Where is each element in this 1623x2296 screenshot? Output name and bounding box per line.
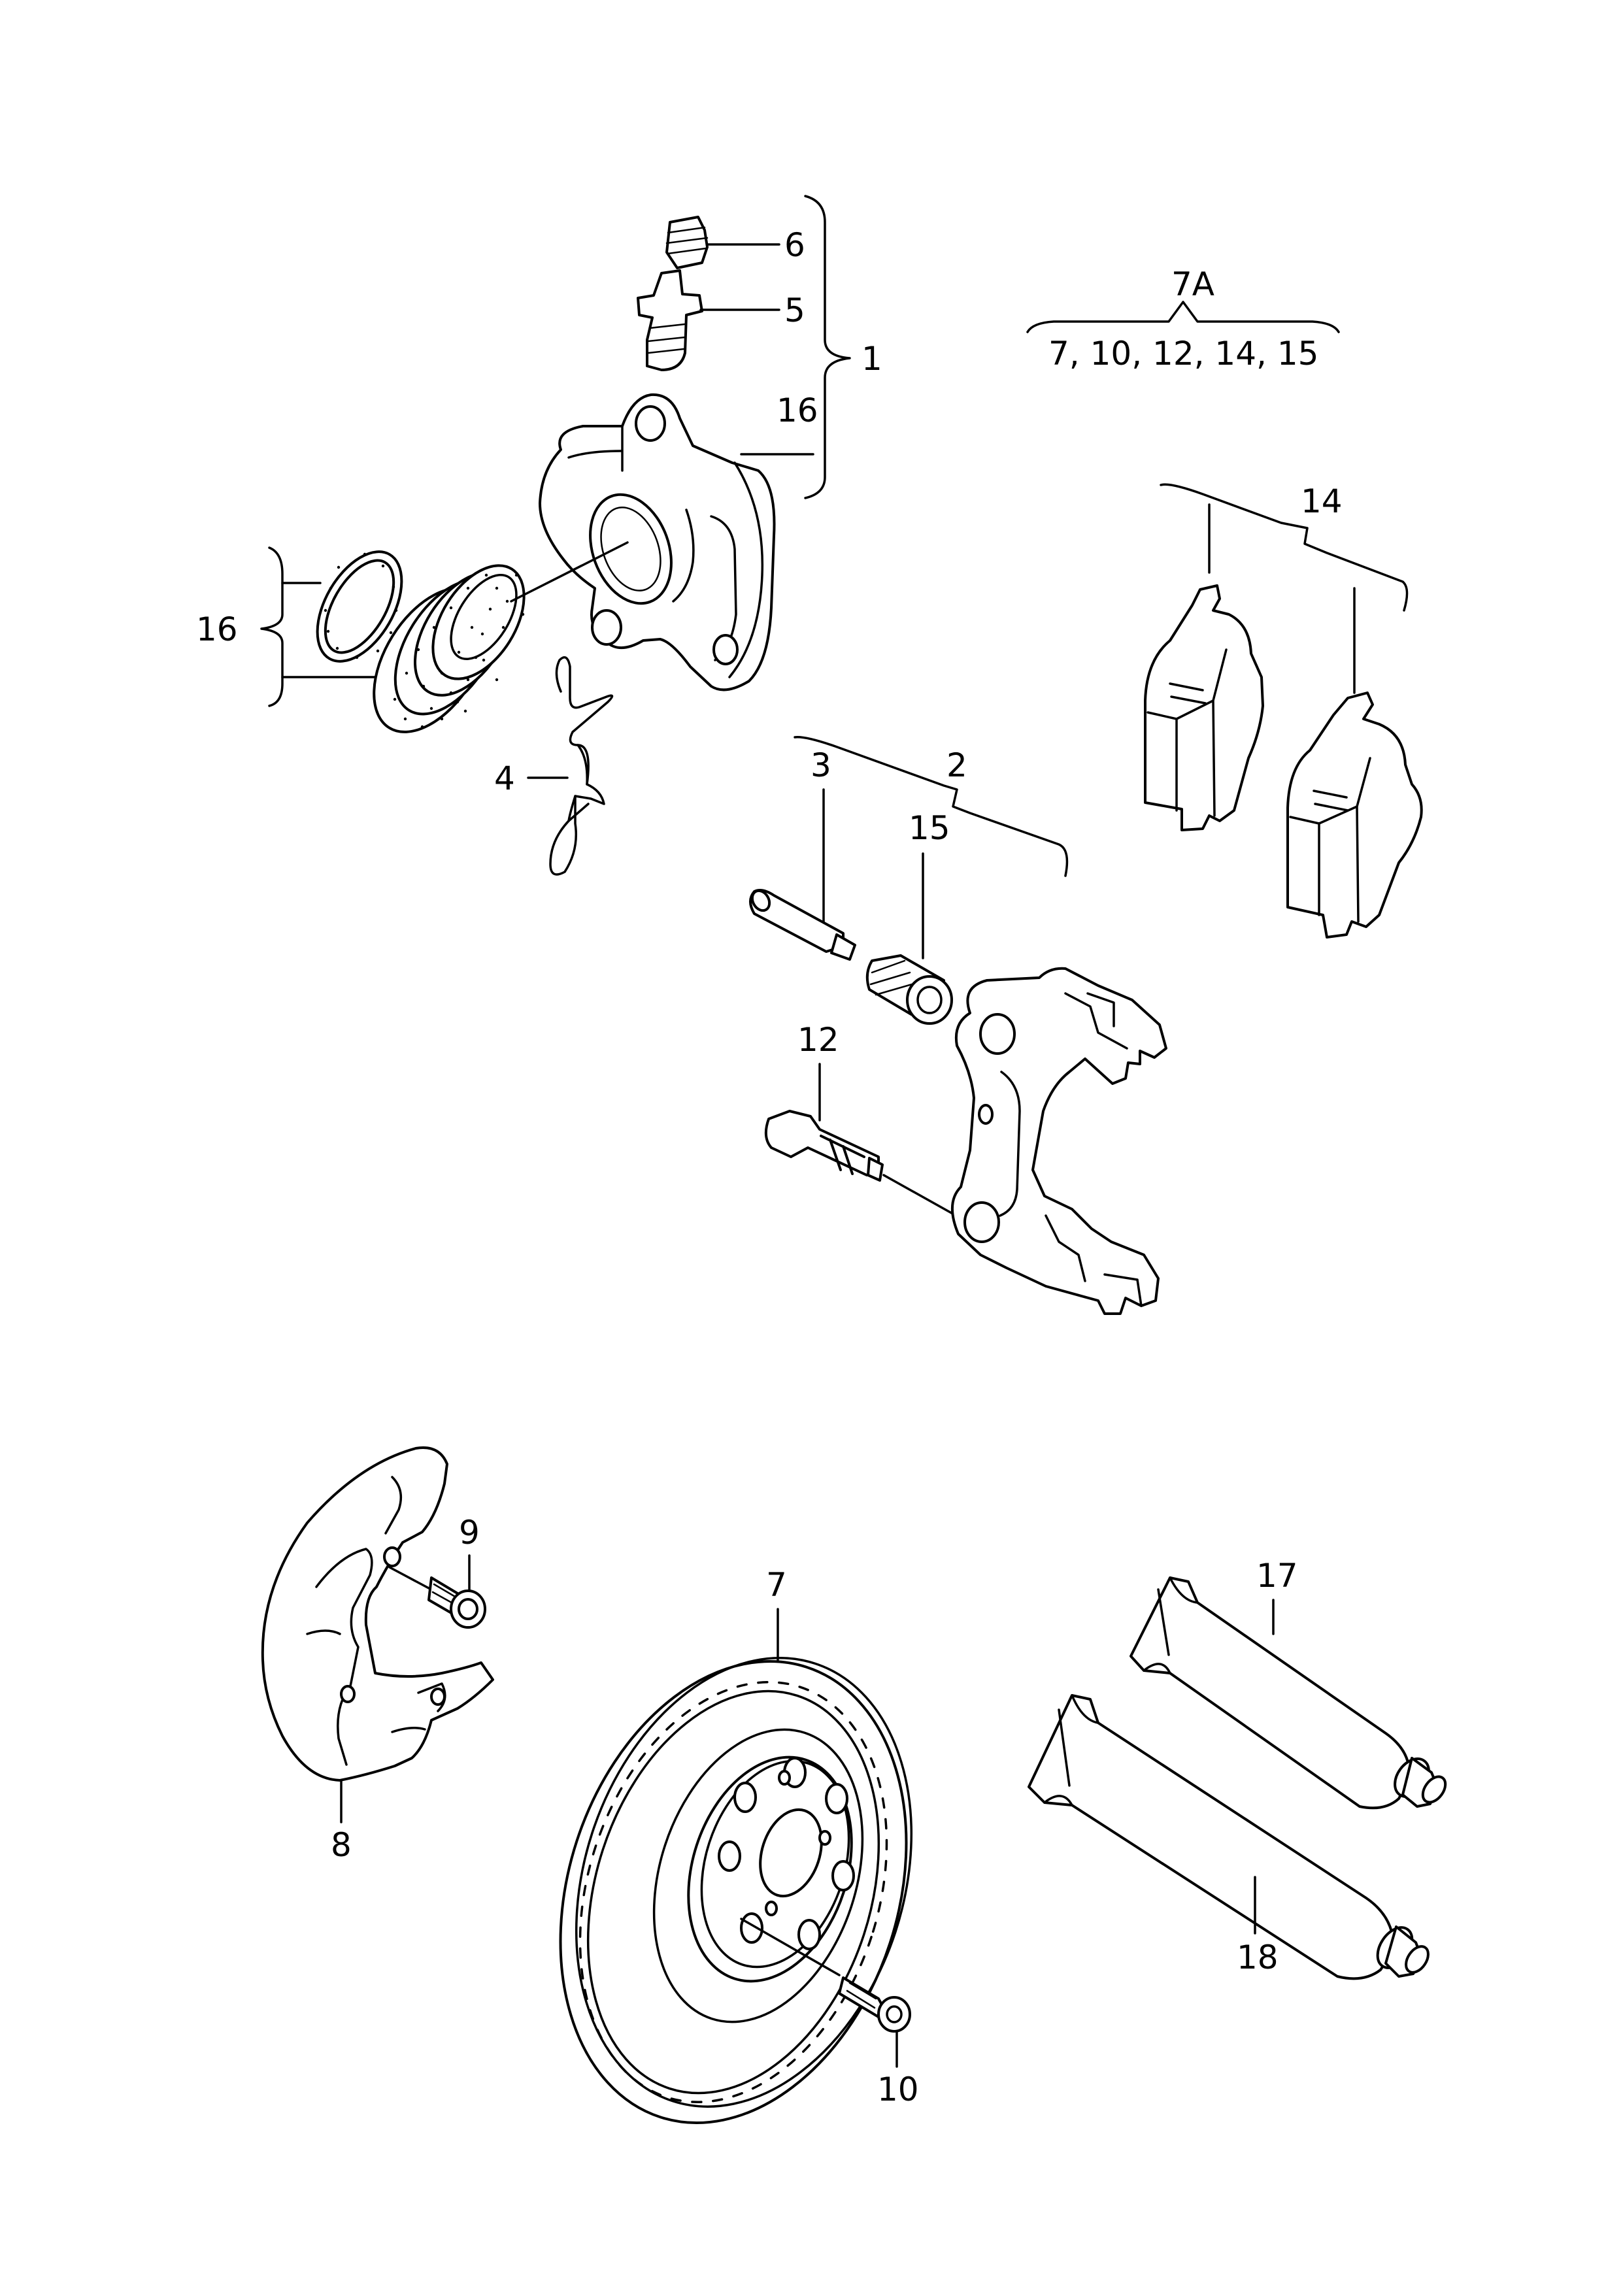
splash-guard-group: 8 9 xyxy=(261,1446,494,1864)
bleed-screw xyxy=(637,269,703,371)
brake-pads-group: 14 xyxy=(1144,482,1423,939)
callout-6: 6 xyxy=(784,226,805,264)
guide-pin xyxy=(749,889,856,961)
grease-tube-17 xyxy=(1129,1576,1447,1810)
carrier-bolt xyxy=(764,1110,884,1182)
callout-5: 5 xyxy=(784,291,805,329)
caliper-carrier-bracket xyxy=(951,967,1167,1315)
callout-7: 7 xyxy=(766,1566,787,1604)
callout-14: 14 xyxy=(1301,482,1343,520)
brake-disc-group: 7 xyxy=(559,1566,919,2124)
callout-16-lower: 16 xyxy=(196,610,238,648)
seal-kit: 16 xyxy=(196,541,629,733)
callout-17: 17 xyxy=(1256,1557,1298,1595)
callout-1: 1 xyxy=(862,340,882,378)
callout-7a: 7A xyxy=(1171,265,1214,303)
callout-8: 8 xyxy=(331,1826,352,1864)
spring-clip xyxy=(549,656,614,876)
caliper-carrier-group: 2 3 15 12 xyxy=(749,736,1167,1315)
splash-guard-bolt xyxy=(427,1576,486,1629)
splash-guard xyxy=(261,1446,494,1782)
callout-12: 12 xyxy=(797,1021,839,1059)
brake-caliper-group: 1 6 5 16 xyxy=(196,195,882,876)
bleed-valve-cap xyxy=(665,216,709,269)
callout-3: 3 xyxy=(811,746,831,784)
grease-tube-18 xyxy=(1028,1694,1430,1980)
guide-sleeve xyxy=(865,954,953,1025)
callout-16-upper: 16 xyxy=(777,391,818,429)
repair-kit-7a: 7A 7, 10, 12, 14, 15 xyxy=(1026,265,1340,373)
callout-15: 15 xyxy=(909,809,950,847)
kit-7a-contents: 7, 10, 12, 14, 15 xyxy=(1048,335,1318,373)
grease-tubes-group: 17 18 xyxy=(1028,1557,1447,1980)
callout-4: 4 xyxy=(494,759,515,797)
brake-pad-1 xyxy=(1144,584,1264,831)
brake-caliper-housing xyxy=(539,393,776,691)
callout-10: 10 xyxy=(877,2071,919,2108)
brake-pad-2 xyxy=(1286,691,1423,939)
brake-disc xyxy=(559,1657,913,2124)
callout-18: 18 xyxy=(1237,1938,1279,1976)
callout-9: 9 xyxy=(459,1514,480,1552)
callout-2: 2 xyxy=(946,746,967,784)
disc-screw xyxy=(838,1976,911,2033)
